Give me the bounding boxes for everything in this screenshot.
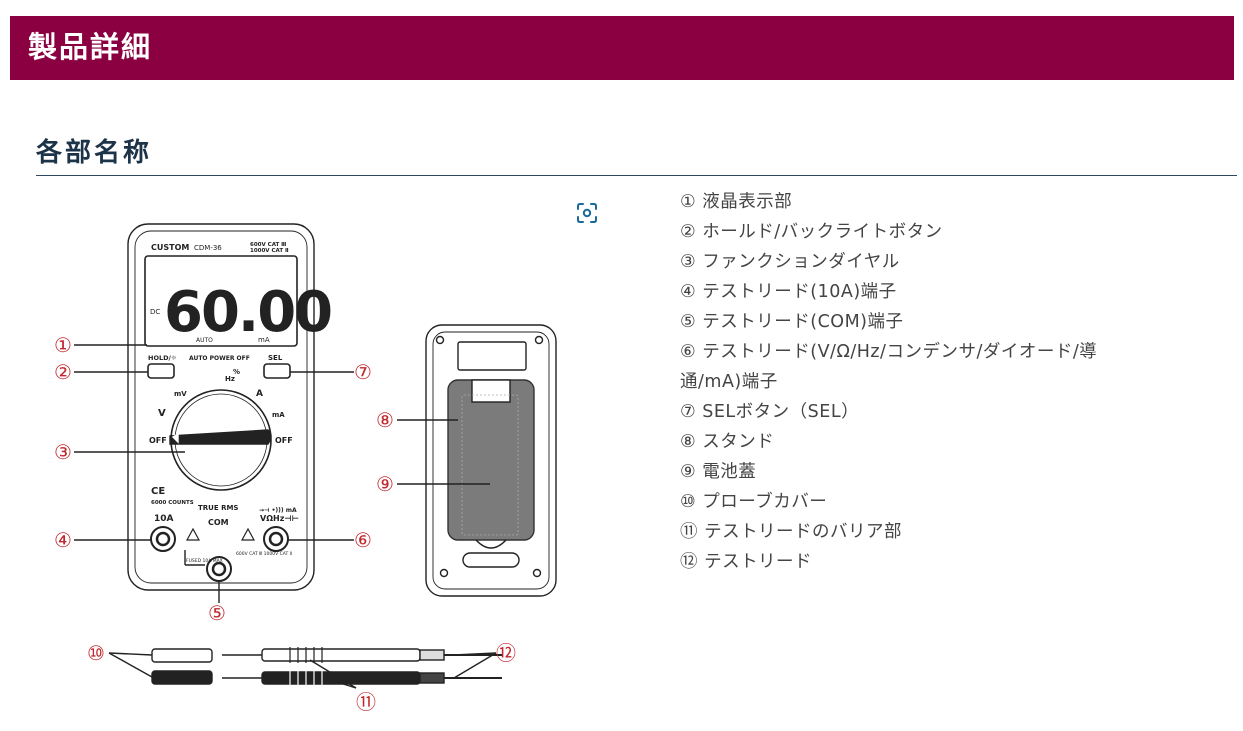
auto-power-off-label: AUTO POWER OFF xyxy=(189,355,250,362)
parts-list-item: ⑧ スタンド xyxy=(680,432,775,452)
parts-list: ① 液晶表示部 ② ホールド/バックライトボタン ③ ファンクションダイヤル ④… xyxy=(680,187,1200,577)
parts-list-item: ⑨ 電池蓋 xyxy=(680,462,757,482)
sel-button xyxy=(263,363,291,379)
lcd-auto: AUTO xyxy=(196,337,213,344)
dial-mv: mV xyxy=(174,390,187,398)
test-lead-red xyxy=(261,648,421,662)
dial-percent: % xyxy=(233,368,240,376)
counts-label: 6000 COUNTS xyxy=(151,500,194,506)
fused-left-label: FUSED 10A MAX xyxy=(186,558,223,564)
callout-7: ⑦ xyxy=(354,360,372,384)
callout-3: ③ xyxy=(54,440,72,464)
dial-pointer xyxy=(169,429,272,445)
dial-a: A xyxy=(256,389,263,399)
test-lead-black xyxy=(261,671,421,685)
callout-6: ⑥ xyxy=(354,528,372,552)
parts-list-item: ⑦ SELボタン（SEL） xyxy=(680,402,860,422)
cat-top: 600V CAT Ⅲ xyxy=(250,242,286,248)
parts-list-item: ⑤ テストリード(COM)端子 xyxy=(680,312,904,332)
page-title: 製品詳細 xyxy=(28,30,153,64)
callout-4: ④ xyxy=(54,528,72,552)
lcd-unit: mA xyxy=(258,336,270,344)
jack-com-label: COM xyxy=(208,518,229,527)
parts-list-item: 通/mA)端子 xyxy=(680,372,778,392)
parts-list-item: ② ホールド/バックライトボタン xyxy=(680,222,943,242)
jack-com xyxy=(206,556,232,582)
model-label: CDM-36 xyxy=(194,244,222,252)
callout-2: ② xyxy=(54,360,72,384)
meter-back-body xyxy=(425,324,557,597)
fused-right-label: 600V CAT Ⅲ 1000V CAT Ⅱ xyxy=(236,551,292,557)
jack-v xyxy=(263,526,289,552)
ce-mark: CE xyxy=(151,486,165,497)
zoom-icon[interactable] xyxy=(575,201,599,225)
stand xyxy=(447,379,535,541)
multimeter-diagram: CUSTOM CDM-36 600V CAT Ⅲ 1000V CAT Ⅱ 60.… xyxy=(54,223,557,714)
dial-ma: mA xyxy=(272,411,285,419)
lcd-value: 60.00 xyxy=(164,280,331,345)
parts-list-item: ① 液晶表示部 xyxy=(680,192,793,212)
hold-label: HOLD/☼ xyxy=(148,354,177,362)
hold-button xyxy=(147,363,175,379)
battery-cover xyxy=(461,394,519,536)
jack-right-label: VΩHz⊣⊢ xyxy=(260,514,299,523)
parts-list-item: ⑪ テストリードのバリア部 xyxy=(680,522,903,542)
brand-label: CUSTOM xyxy=(151,243,189,252)
dial-v: V xyxy=(158,408,166,419)
callout-8: ⑧ xyxy=(376,408,394,432)
jack-right-top-label: →⊣ •))) mA xyxy=(259,507,297,514)
probe-cover-red xyxy=(151,648,213,663)
jack-10a xyxy=(150,526,176,552)
callout-11: ⑪ xyxy=(356,690,376,714)
parts-list-item: ④ テストリード(10A)端子 xyxy=(680,282,897,302)
meter-body xyxy=(127,223,315,591)
meter-inner-border xyxy=(134,230,308,584)
section-title: 各部名称 xyxy=(36,138,153,168)
off-right: OFF xyxy=(275,436,293,445)
lcd-display xyxy=(144,255,298,347)
cat-bottom: 1000V CAT Ⅱ xyxy=(250,248,289,254)
callout-10: ⑩ xyxy=(87,641,105,665)
callout-9: ⑨ xyxy=(376,472,394,496)
dial-hz: Hz xyxy=(225,375,235,383)
callout-5: ⑤ xyxy=(208,601,226,625)
true-rms-label: TRUE RMS xyxy=(198,504,238,512)
section-divider xyxy=(36,175,1237,176)
parts-list-item: ⑫ テストリード xyxy=(680,552,813,572)
probe-cover-black xyxy=(151,670,213,685)
jack-10a-label: 10A xyxy=(154,514,174,524)
sel-label: SEL xyxy=(268,354,283,362)
callout-1: ① xyxy=(54,333,72,357)
parts-list-item: ⑩ プローブカバー xyxy=(680,492,828,512)
header-banner: 製品詳細 xyxy=(10,16,1234,80)
lcd-mode: DC xyxy=(150,308,160,316)
parts-list-item: ⑥ テストリード(V/Ω/Hz/コンデンサ/ダイオード/導 xyxy=(680,342,1098,362)
callout-12: ⑫ xyxy=(496,641,516,665)
parts-list-item: ③ ファンクションダイヤル xyxy=(680,252,900,272)
off-left: OFF xyxy=(149,436,167,445)
